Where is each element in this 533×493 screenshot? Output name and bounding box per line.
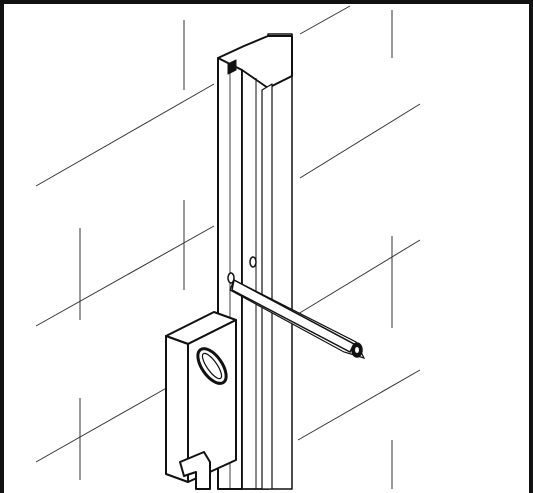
screw-holes: [227, 256, 257, 284]
lock-keeper: [165, 311, 237, 490]
hex-key-tool: [229, 278, 366, 359]
wall-hatching: [35, 5, 421, 489]
